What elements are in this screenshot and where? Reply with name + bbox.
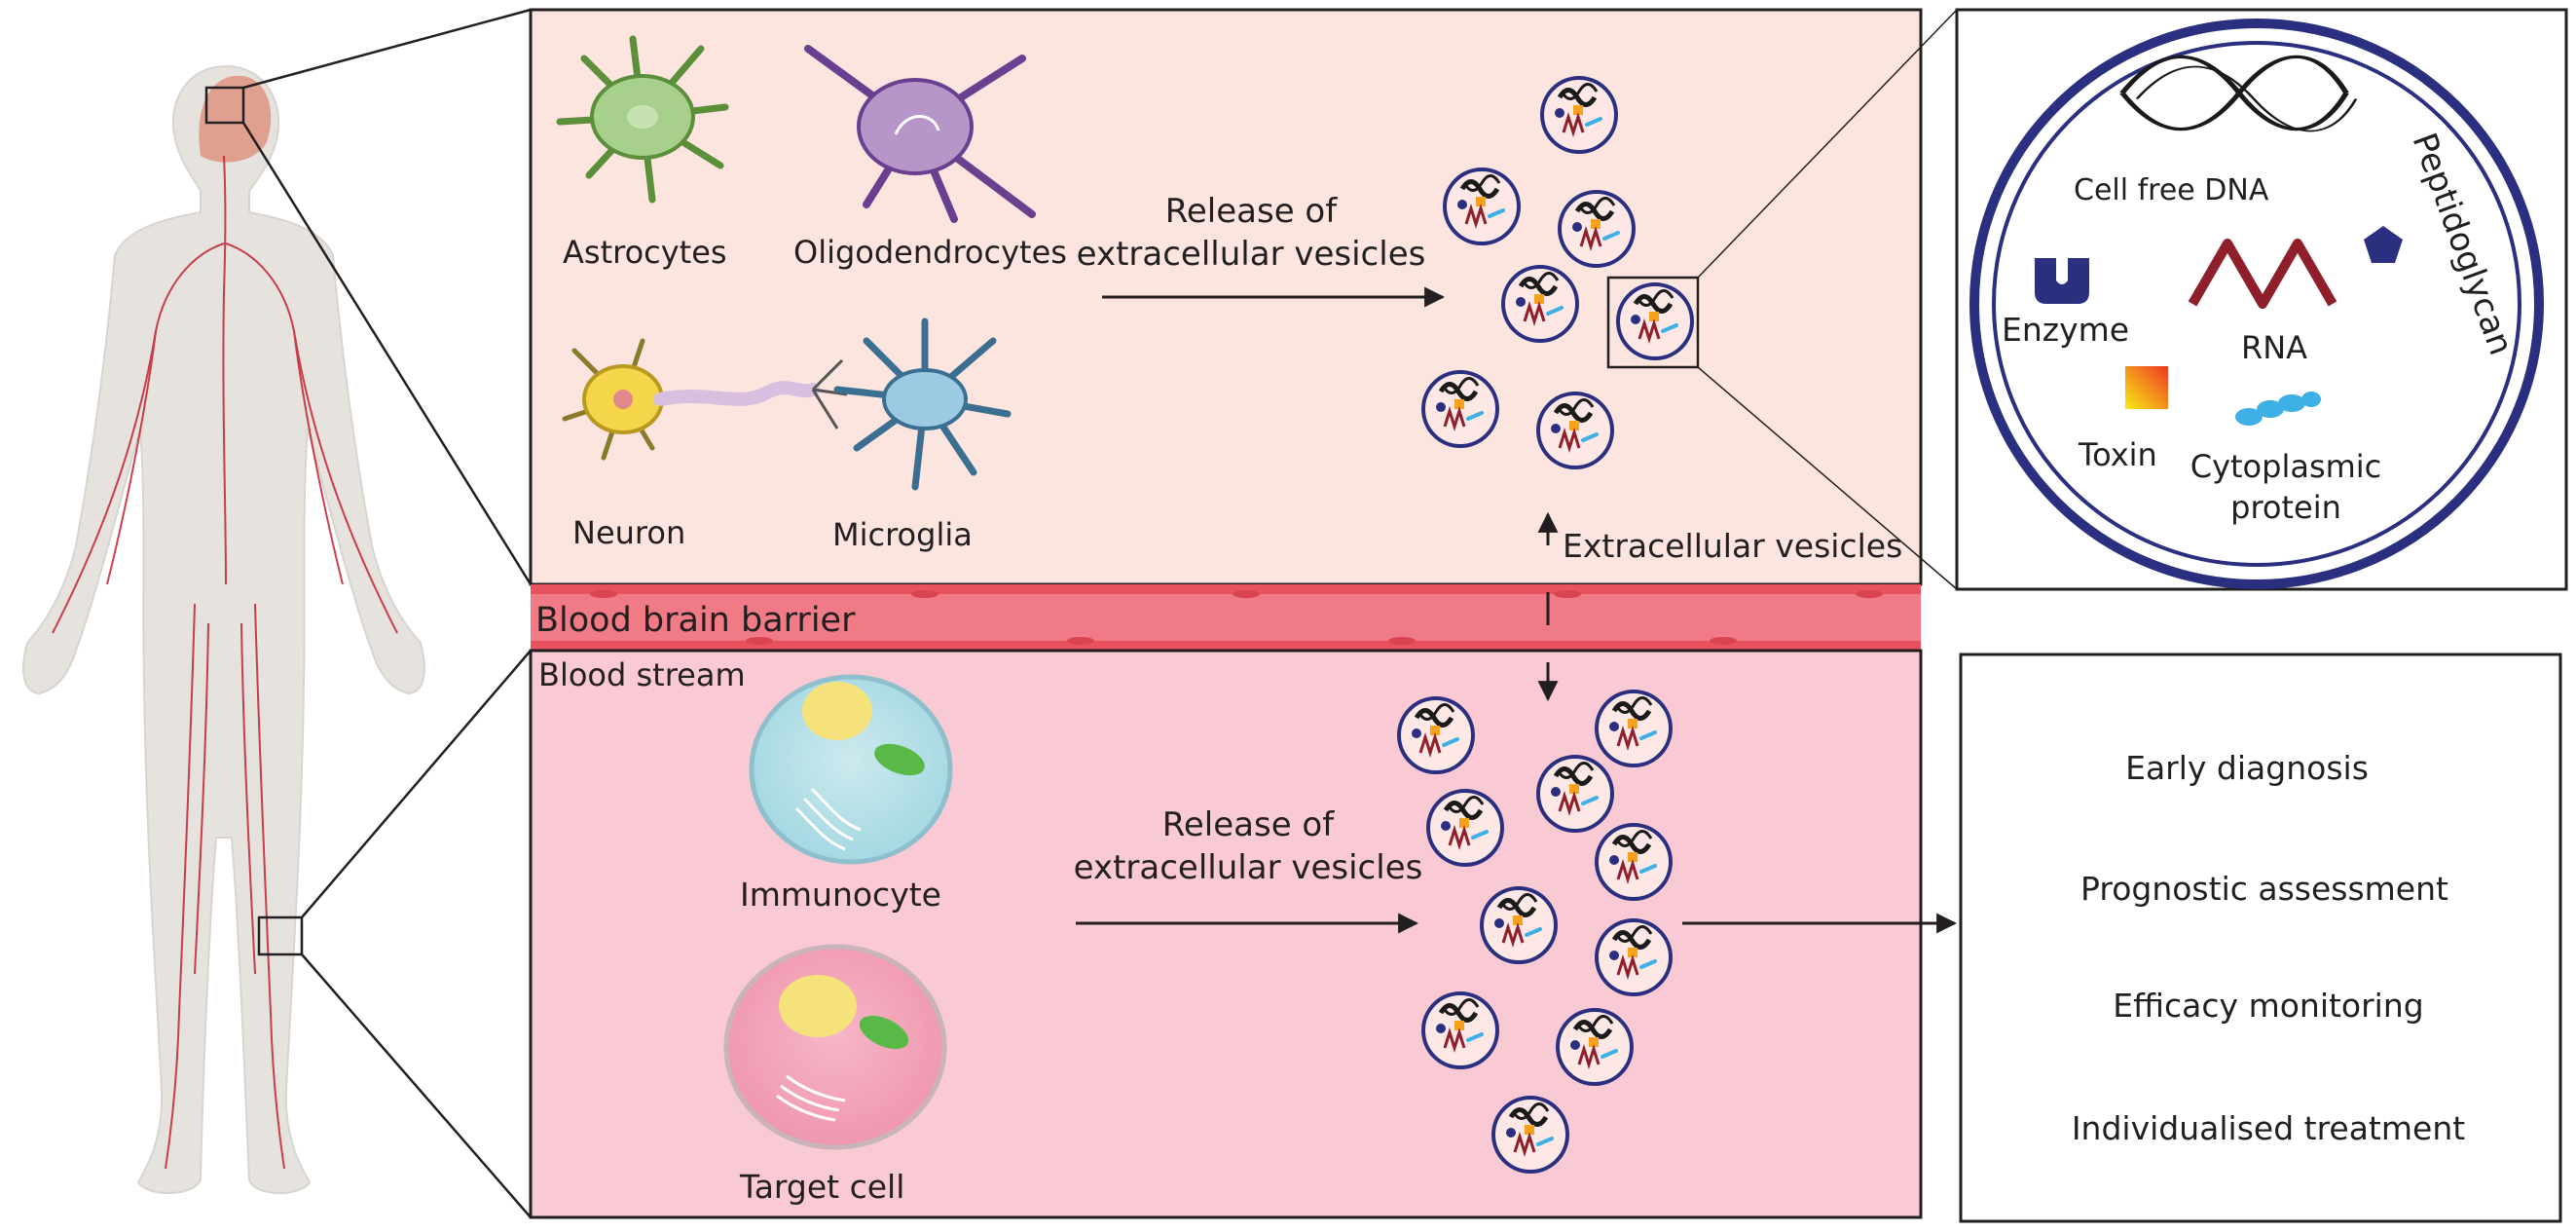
rna-label: RNA (2241, 329, 2307, 366)
vesicle-icon (1597, 920, 1671, 994)
target-cell-label: Target cell (739, 1168, 904, 1206)
brain-release-label-2: extracellular vesicles (1077, 235, 1426, 274)
rna-icon (2188, 239, 2337, 309)
cytoplasmic-protein-icon (2235, 392, 2321, 426)
application-individualised-treatment: Individualised treatment (2072, 1109, 2465, 1147)
toxin-icon (2125, 366, 2168, 409)
enzyme-icon (2035, 258, 2089, 304)
peptidoglycan-icon (2364, 226, 2403, 263)
immunocyte-label: Immunocyte (740, 876, 941, 914)
vesicle-icon (1538, 757, 1612, 831)
neuron-label: Neuron (572, 514, 685, 551)
application-efficacy-monitoring: Efficacy monitoring (2113, 987, 2423, 1025)
blood-stream-panel (529, 649, 1923, 1219)
vesicle-icon (1558, 1010, 1632, 1084)
microglia-label: Microglia (832, 516, 973, 553)
cytoplasmic-protein-label-1: Cytoplasmic (2190, 448, 2382, 485)
immunocyte-icon (749, 674, 953, 865)
neuron-icon (562, 338, 848, 461)
vesicle-icon (1597, 825, 1671, 899)
cytoplasmic-protein-label-2: protein (2230, 489, 2341, 526)
dna-icon (2119, 55, 2358, 132)
vesicle-icon (1423, 993, 1497, 1067)
vesicle-icon (1399, 698, 1473, 772)
vesicle-icon (1482, 888, 1556, 962)
vesicle-zoom-lines (1697, 9, 1958, 590)
applications-panel (1959, 653, 2562, 1223)
oligodendrocytes-label: Oligodendrocytes (793, 234, 1067, 271)
zoom-lines (241, 8, 533, 1218)
application-early-diagnosis: Early diagnosis (2125, 749, 2369, 787)
vesicle-icon (1445, 169, 1519, 243)
vesicle-icon (1503, 267, 1577, 341)
toxin-label: Toxin (2078, 436, 2157, 473)
vesicle-icon (1538, 393, 1612, 467)
enzyme-label: Enzyme (2002, 311, 2129, 349)
barrier-label: Blood brain barrier (535, 601, 856, 640)
vesicle-icon (1493, 1098, 1567, 1172)
blood-release-label-2: extracellular vesicles (1074, 848, 1423, 887)
vesicle-icon (1542, 78, 1616, 152)
oligodendrocyte-icon (804, 45, 1036, 223)
vesicle-icon (1428, 791, 1502, 865)
vesicle-icon (1597, 691, 1671, 765)
brain-release-label-1: Release of (1165, 192, 1338, 231)
astrocytes-label: Astrocytes (563, 234, 727, 271)
vesicle-zoom-box (1606, 276, 1700, 369)
human-body-figure (22, 64, 425, 1194)
ev-label: Extracellular vesicles (1563, 527, 1902, 565)
blood-release-label-1: Release of (1162, 805, 1335, 844)
vesicle-membrane (1969, 19, 2544, 589)
vesicle-icon (1423, 372, 1497, 446)
application-prognostic-assessment: Prognostic assessment (2080, 870, 2448, 908)
blood-brain-barrier (531, 584, 1921, 651)
target-cell-icon (723, 944, 947, 1150)
vesicle-icon (1560, 192, 1634, 266)
microglia-icon (833, 317, 1012, 491)
blood-stream-title: Blood stream (538, 656, 746, 693)
vesicle-icon (1618, 284, 1692, 358)
dna-label: Cell free DNA (2074, 173, 2269, 207)
astrocyte-icon (556, 35, 729, 204)
